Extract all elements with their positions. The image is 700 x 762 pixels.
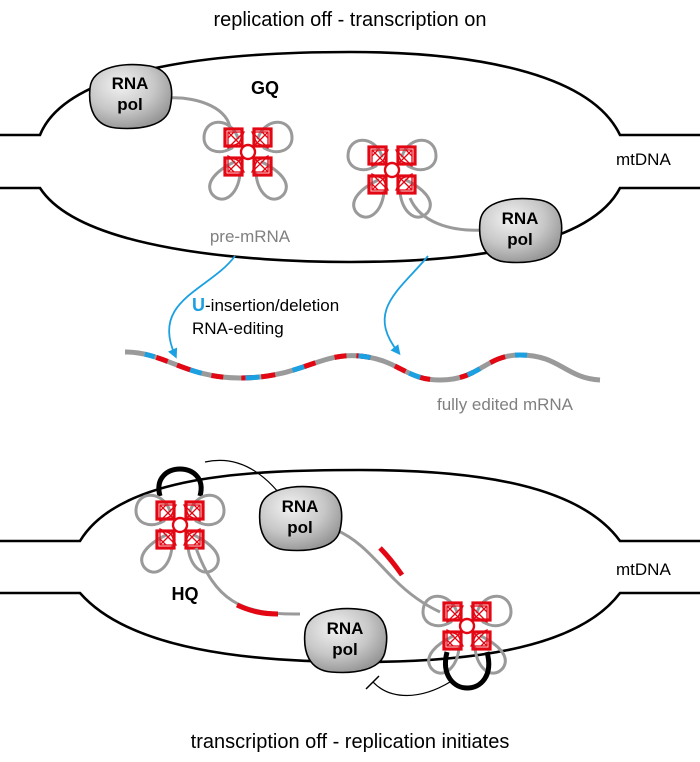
- gq-label: GQ: [251, 78, 279, 98]
- editing-arrow-right: [383, 255, 429, 356]
- rna-pol-label-line1: RNA: [282, 497, 319, 516]
- dna-hairpin-loop: [156, 466, 204, 497]
- rna-pol-label-line2: pol: [332, 640, 358, 659]
- title-top: replication off - transcription on: [213, 9, 486, 31]
- dna-hairpin-loop: [443, 651, 492, 691]
- edited-mrna-strand: [124, 349, 601, 383]
- rna-pol-label-line1: RNA: [112, 74, 149, 93]
- rna-pol-label-line2: pol: [507, 230, 533, 249]
- rna-pol-label-line2: pol: [117, 95, 143, 114]
- editing-arrow-left: [167, 255, 236, 359]
- g-quadruplex-icon: [134, 493, 226, 574]
- transcript-top-left: [167, 96, 232, 131]
- hq-label: HQ: [172, 584, 199, 604]
- g-quadruplex-icon: [346, 138, 438, 219]
- quadruplex-motif-segment: [235, 602, 279, 617]
- rna-pol-label-line1: RNA: [502, 209, 539, 228]
- mtdna-label-bottom: mtDNA: [616, 560, 671, 579]
- transcript-top-right: [408, 197, 486, 232]
- g-quadruplex-icon: [202, 120, 294, 201]
- transcript-bottom-middle: [335, 528, 441, 614]
- inhibition-line-bottom: [372, 681, 451, 697]
- editing-label-line2: RNA-editing: [192, 319, 284, 338]
- transcript-bottom-left: [194, 547, 301, 616]
- rna-pol-label-line1: RNA: [327, 619, 364, 638]
- title-bottom: transcription off - replication initiate…: [191, 731, 510, 753]
- quadruplex-motif-segment: [378, 546, 405, 577]
- uridine-label: U: [192, 295, 205, 315]
- inhibition-bar-bottom: [365, 675, 380, 690]
- editing-label-line1: -insertion/deletion: [205, 296, 339, 315]
- mtdna-label-top: mtDNA: [616, 150, 671, 169]
- editing-text-line1: U-insertion/deletion: [192, 295, 339, 315]
- g-quadruplex-icon: [421, 594, 513, 675]
- pre-mrna-label: pre-mRNA: [210, 227, 291, 246]
- rna-pol-label-line2: pol: [287, 518, 313, 537]
- edited-mrna-label: fully edited mRNA: [437, 395, 574, 414]
